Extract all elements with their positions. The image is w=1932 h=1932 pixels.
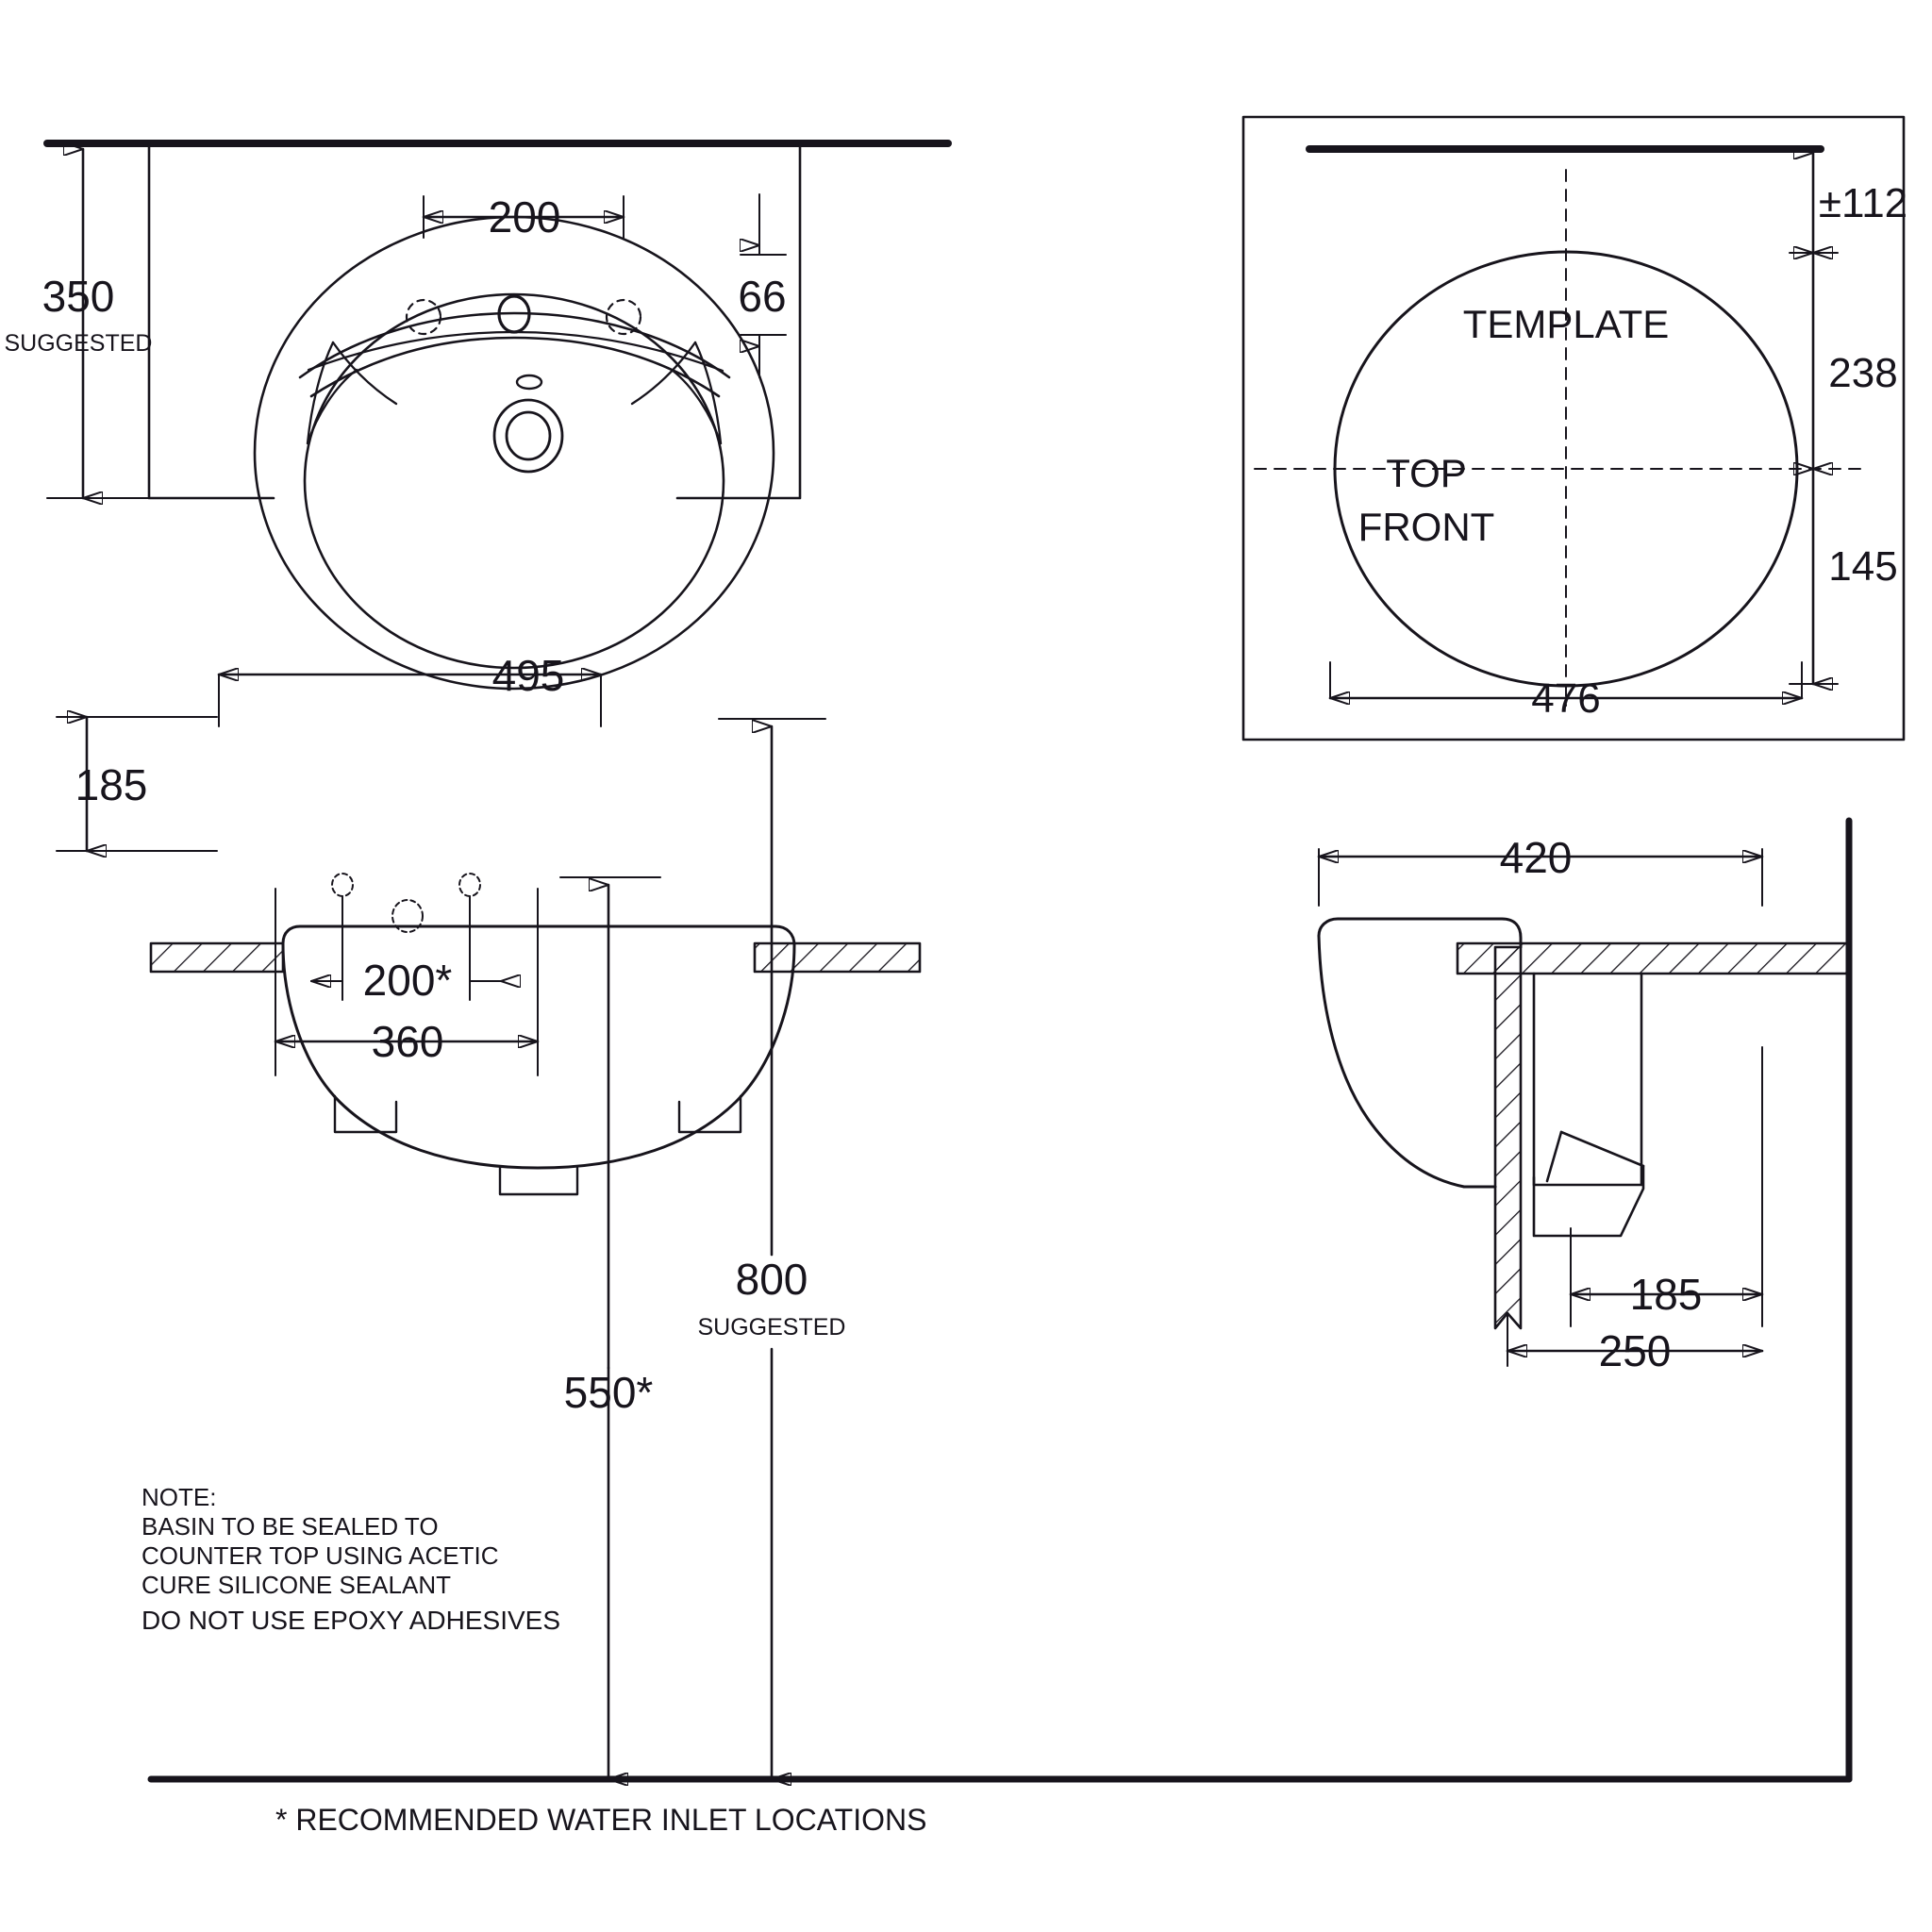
note-warning: DO NOT USE EPOXY ADHESIVES	[142, 1606, 560, 1635]
left-flute	[306, 341, 335, 445]
template-front-label: FRONT	[1358, 505, 1495, 549]
dim-350-note: SUGGESTED	[5, 330, 153, 357]
waste-outer	[492, 398, 564, 474]
note-heading: NOTE:	[142, 1483, 216, 1511]
dim-185-side-value: 185	[1630, 1270, 1703, 1319]
dim-476-value: 476	[1531, 675, 1600, 722]
template-frame	[1241, 115, 1906, 741]
waste-pipe-circle	[391, 899, 424, 933]
template-label: TEMPLATE	[1463, 302, 1670, 346]
footnote-text: * RECOMMENDED WATER INLET LOCATIONS	[275, 1803, 926, 1837]
dim-350-value: 350	[42, 272, 115, 321]
dim-495-value: 495	[492, 651, 565, 700]
basin-back-ledge	[298, 311, 731, 379]
dim-238-value: 238	[1828, 350, 1897, 396]
dim-800-value: 800	[736, 1255, 808, 1304]
dim-800-note: SUGGESTED	[698, 1314, 846, 1341]
note-line-2: COUNTER TOP USING ACETIC	[142, 1541, 499, 1570]
waste-trap-bend	[1532, 1164, 1645, 1238]
dim-112-value: ±112	[1819, 180, 1907, 226]
waste-trap-outline	[1532, 972, 1643, 1187]
overflow-slot	[515, 374, 543, 391]
template-view-group	[1241, 115, 1906, 741]
dim-420-value: 420	[1500, 833, 1573, 882]
left-tap-hole	[405, 298, 442, 336]
dim-145-value: 145	[1828, 543, 1897, 590]
note-line-1: BASIN TO BE SEALED TO	[142, 1512, 439, 1541]
dim-200-value: 200	[489, 192, 561, 242]
support-tab-right	[677, 1094, 742, 1134]
wall-stud-section	[1493, 945, 1523, 1330]
side-counter-slab	[1456, 941, 1851, 975]
side-section-group	[1317, 817, 1853, 1783]
centre-tap-hole	[497, 294, 531, 334]
template-top-label: TOP	[1386, 451, 1467, 495]
inlet-hole-left	[331, 873, 354, 897]
dim-66-value: 66	[738, 272, 786, 321]
support-tab-left	[333, 1094, 398, 1134]
front-section-group	[56, 675, 1853, 1779]
waste-boss	[498, 1166, 579, 1196]
counter-slab-left	[149, 941, 285, 974]
counter-slab-right	[753, 941, 922, 974]
dim-200star-value: 200*	[363, 956, 453, 1005]
right-tap-hole	[605, 298, 642, 336]
dim-250-value: 250	[1599, 1326, 1672, 1375]
note-line-3: CURE SILICONE SEALANT	[142, 1571, 451, 1599]
dim-185-value: 185	[75, 760, 148, 809]
dim-550-value: 550*	[564, 1368, 654, 1417]
right-flute	[693, 341, 723, 445]
basin-side-bowl	[1317, 934, 1466, 1189]
basin-section-profile	[281, 924, 796, 1170]
dim-360-value: 360	[372, 1017, 444, 1066]
waste-inner	[505, 410, 552, 461]
inlet-hole-right	[458, 873, 481, 897]
